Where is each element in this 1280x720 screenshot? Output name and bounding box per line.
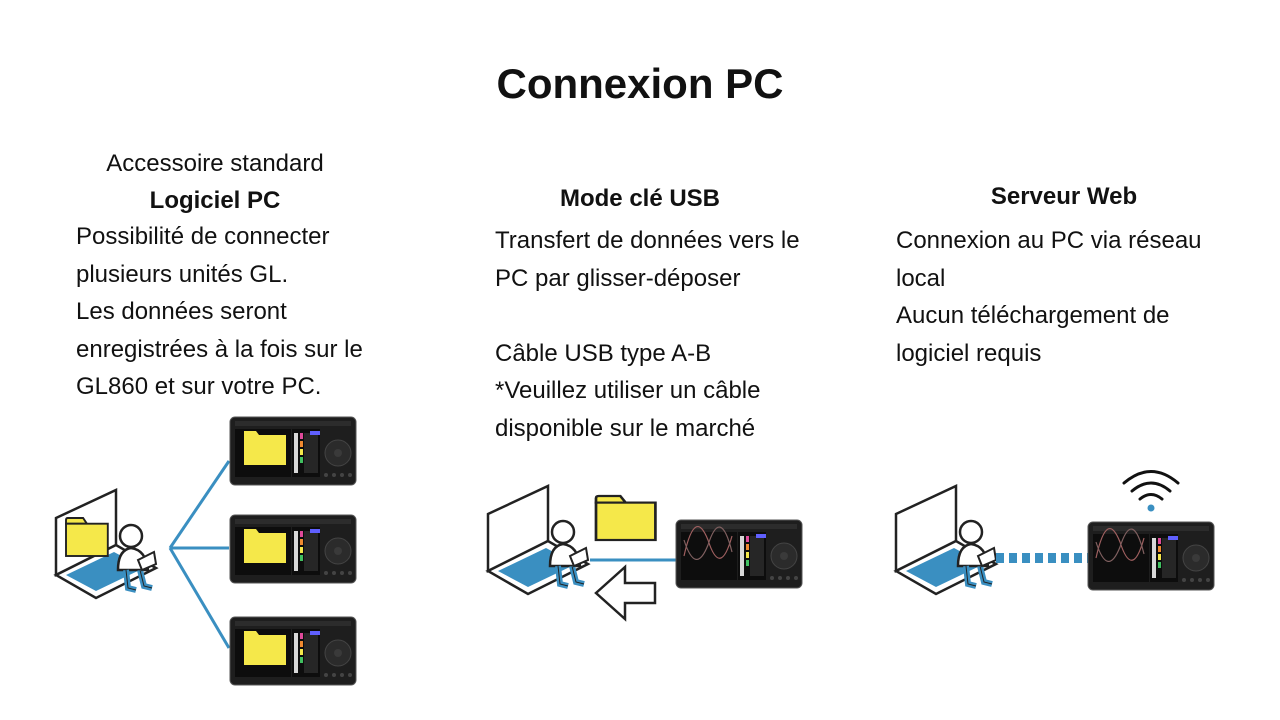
arrow-left-icon (594, 564, 657, 622)
section3-heading: Serveur Web (990, 183, 1138, 210)
wifi-icon (1122, 470, 1180, 512)
section3-line: Connexion au PC via réseau (896, 227, 1202, 254)
laptop-icon (488, 486, 588, 594)
device-icon (229, 416, 357, 486)
section2-line: Transfert de données vers le (495, 227, 800, 254)
device-icon (675, 519, 803, 589)
section1-line: Les données seront (76, 298, 287, 325)
section1-line: Possibilité de connecter (76, 223, 330, 250)
connector-lines (168, 460, 231, 649)
folder-icon (594, 494, 657, 542)
section1-body: Possibilité de connecter plusieurs unité… (76, 218, 363, 406)
section3-line: local (896, 264, 946, 292)
section2-body: Transfert de données vers le PC par glis… (495, 222, 800, 447)
laptop-icon (896, 486, 996, 594)
folder-icon (65, 517, 109, 557)
page-title: Connexion PC (496, 60, 784, 107)
device-icon (229, 514, 357, 584)
section1-line: plusieurs unités GL. (76, 260, 289, 288)
section3-line: Aucun téléchargement de (896, 302, 1170, 329)
section2-line: *Veuillez utiliser un câble (495, 377, 761, 404)
section2-line: disponible sur le marché (495, 414, 756, 442)
device-icon (229, 616, 357, 686)
section3-body: Connexion au PC via réseau local Aucun t… (896, 222, 1202, 372)
section2-heading: Mode clé USB (559, 185, 721, 212)
section1-line: GL860 et sur votre PC. (76, 373, 322, 400)
section1-line: enregistrées à la fois sur le (76, 335, 363, 363)
device-icon (1087, 521, 1215, 591)
section1-subheading: Accessoire standard (106, 150, 324, 177)
section1-heading: Logiciel PC (149, 187, 281, 214)
section2-line: PC par glisser-déposer (495, 264, 741, 292)
section3-line: logiciel requis (896, 339, 1042, 367)
section2-line: Câble USB type A-B (495, 339, 712, 367)
